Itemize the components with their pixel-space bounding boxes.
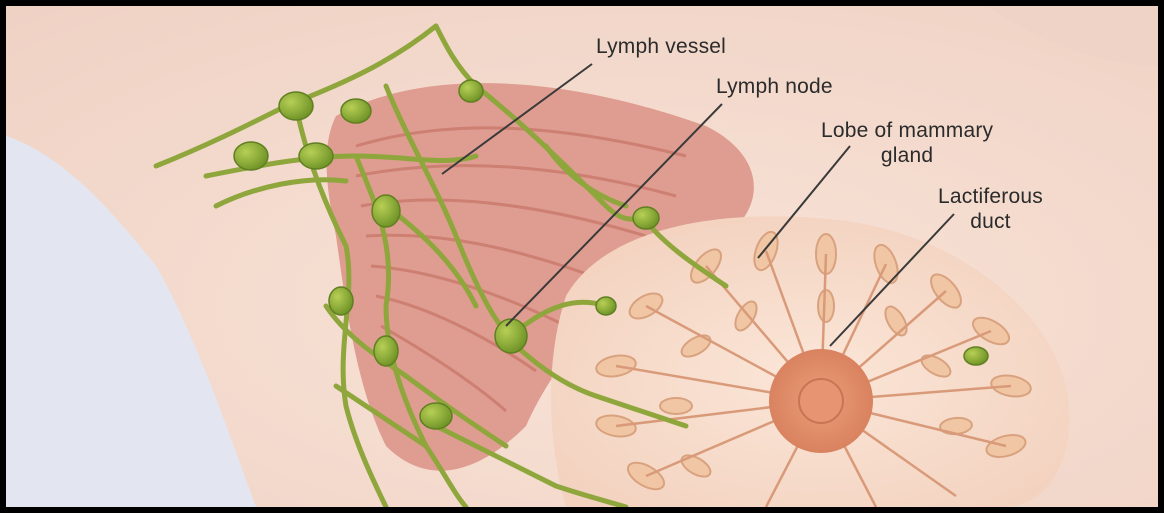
lymph-node (964, 347, 988, 365)
label-lobe-of-mammary-gland: Lobe of mammary gland (821, 118, 993, 168)
lymph-node (341, 99, 371, 123)
lymph-node (279, 92, 313, 120)
label-lobe-line1: Lobe of mammary (821, 118, 993, 143)
lymph-node (329, 287, 353, 315)
lymph-node (374, 336, 398, 366)
nipple (799, 379, 843, 423)
lymph-node (459, 80, 483, 102)
lymph-node (495, 319, 527, 353)
label-duct-line1: Lactiferous (938, 184, 1043, 209)
lymph-node (420, 403, 452, 429)
label-duct-line2: duct (938, 209, 1043, 234)
label-lymph-vessel-text: Lymph vessel (596, 34, 726, 59)
label-lymph-vessel: Lymph vessel (596, 34, 726, 59)
label-lobe-line2: gland (821, 143, 993, 168)
breast-lymph-anatomy-illustration (6, 6, 1158, 507)
lymph-node (372, 195, 400, 227)
lymph-node (299, 143, 333, 169)
lymph-node (596, 297, 616, 315)
label-lactiferous-duct: Lactiferous duct (938, 184, 1043, 234)
lymph-node (633, 207, 659, 229)
lymph-node (234, 142, 268, 170)
label-lymph-node: Lymph node (716, 74, 833, 99)
label-lymph-node-text: Lymph node (716, 74, 833, 99)
